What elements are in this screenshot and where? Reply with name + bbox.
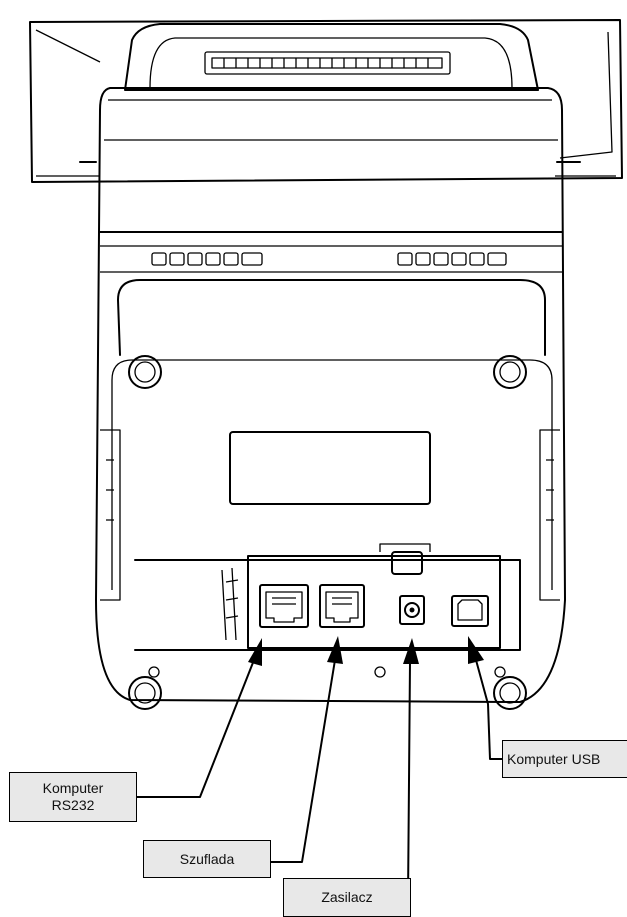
leader-rs232 <box>135 638 262 798</box>
printer-body <box>95 87 566 703</box>
leader-usb <box>468 636 504 760</box>
connector-bay <box>134 543 521 651</box>
label-rs232-line2: RS232 <box>51 797 95 813</box>
label-drawer: Szuflada <box>143 840 271 878</box>
label-power: Zasilacz <box>283 878 411 917</box>
rear-display-panel <box>29 19 623 183</box>
leader-drawer <box>269 636 343 863</box>
label-drawer-text: Szuflada <box>179 850 235 867</box>
dc-power-jack-icon <box>399 595 425 625</box>
rubber-feet <box>128 355 527 710</box>
drawer-port-icon <box>319 584 365 628</box>
label-power-text: Zasilacz <box>321 889 373 905</box>
usb-b-port-icon <box>451 595 489 627</box>
vent-slots-right <box>397 252 507 266</box>
paper-slot-grille <box>211 57 443 69</box>
paper-cover <box>124 23 539 91</box>
label-usb-text: Komputer USB <box>507 750 601 767</box>
rj45-port-icon <box>259 584 309 628</box>
label-rs232: Komputer RS232 <box>9 772 137 822</box>
leader-power <box>403 638 419 901</box>
vent-slots-left <box>151 252 263 266</box>
label-rs232-line1: Komputer <box>42 780 104 796</box>
label-usb: Komputer USB <box>502 740 627 778</box>
